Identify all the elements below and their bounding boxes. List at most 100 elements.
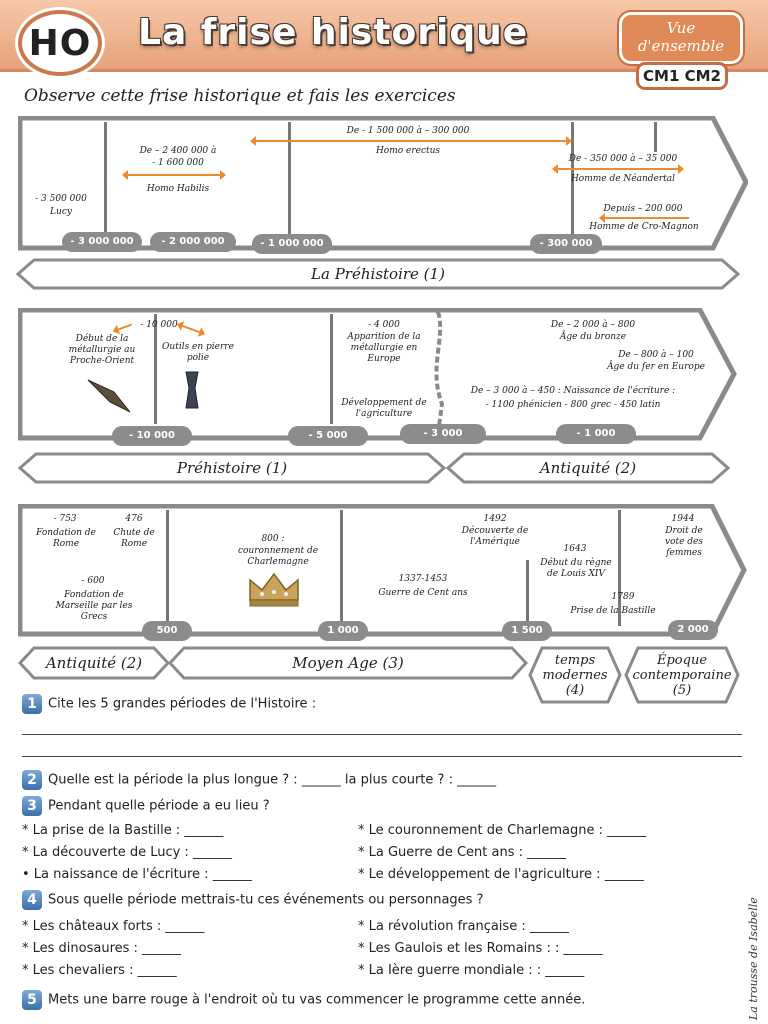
question-text: Pendant quelle période a eu lieu ? [48, 798, 270, 814]
tick-label: - 3 000 [400, 424, 486, 444]
period-epoque-contemporaine: Époque contemporaine (5) [624, 646, 740, 704]
tick-label: - 1 000 000 [252, 234, 332, 254]
page-title: La frise historique [138, 12, 529, 53]
question-text: Sous quelle période mettrais-tu ces évén… [48, 892, 484, 908]
separator [330, 314, 333, 424]
period-bar-shape [16, 258, 740, 290]
fall-of-rome-label: Chute de Rome [113, 528, 155, 549]
exercise-item: * Le développement de l'agriculture : __… [358, 867, 644, 882]
louis-xiv-label: Début du règne de Louis XIV [540, 558, 612, 579]
question-number-badge: 5 [22, 990, 42, 1010]
date-1643: 1643 [563, 544, 587, 554]
level-badge: CM1 CM2 [636, 62, 728, 90]
tick-label: - 5 000 [288, 426, 368, 446]
crown-icon [249, 572, 299, 607]
exercise-item: * Les chevaliers : ______ [22, 963, 177, 978]
habilis-label: Homo Habilis [146, 184, 210, 194]
separator [571, 122, 574, 240]
period-label: temps modernes (4) [542, 652, 608, 698]
question-text: Quelle est la période la plus longue ? :… [48, 772, 497, 788]
iron-date: De – 800 à – 100 [618, 350, 694, 360]
tick-label: - 2 000 000 [150, 232, 236, 252]
tick-label: 500 [142, 621, 192, 641]
answer-line[interactable] [22, 734, 742, 735]
timeline-middle-ages: - 753 Fondation de Rome 476 Chute de Rom… [18, 504, 748, 638]
erectus-date: De - 1 500 000 à – 300 000 [346, 126, 470, 136]
period-bar-shape [446, 452, 730, 484]
timeline-prehistory: - 3 500 000 Lucy De – 2 400 000 à - 1 60… [18, 116, 748, 256]
separator [166, 510, 169, 626]
tick-label: - 10 000 [112, 426, 192, 446]
writing-alphabets: - 1100 phénicien - 800 grec - 450 latin [485, 400, 661, 410]
date-1337: 1337-1453 [398, 574, 448, 584]
period-bar-shape [18, 646, 170, 680]
date-1492: 1492 [483, 514, 507, 524]
period-label: Époque contemporaine (5) [632, 652, 732, 698]
period-antiquite: Antiquité (2) [446, 452, 730, 484]
period-bar-shape [624, 646, 740, 704]
exercise-item: * Les Gaulois et les Romains : : ______ [358, 941, 603, 956]
period-label: Antiquité (2) [45, 653, 143, 672]
bronze-date: De – 2 000 à – 800 [550, 320, 636, 330]
question-5: 5 Mets une barre rouge à l'endroit où tu … [22, 990, 585, 1010]
period-prehistoire-2: Préhistoire (1) [18, 452, 446, 484]
tick-label: - 1 000 [556, 424, 636, 444]
separator [154, 314, 157, 424]
period-label: Moyen Age (3) [292, 653, 404, 672]
tick-label: 1 000 [318, 621, 368, 641]
exercise-item: * Les dinosaures : ______ [22, 941, 182, 956]
america-label: Découverte de l'Amérique [461, 526, 529, 547]
erectus-range-arrow [250, 136, 572, 146]
habilis-date-end: - 1 600 000 [152, 158, 204, 168]
lucy-date: - 3 500 000 [35, 194, 87, 204]
period-bar-shape [528, 646, 622, 704]
separator [654, 122, 657, 152]
stone-tool-icon [185, 371, 199, 409]
question-number-badge: 2 [22, 770, 42, 790]
question-text: Mets une barre rouge à l'endroit où tu v… [48, 992, 586, 1008]
cromagnon-arrow [599, 213, 689, 223]
neandertal-range-arrow [552, 164, 684, 174]
period-moyen-age: Moyen Age (3) [168, 646, 528, 680]
exercise-item: * La révolution française : ______ [358, 919, 569, 934]
timeline-antiquity: - 10 000 Début de la métallurgie au Proc… [18, 308, 738, 442]
period-antiquite-3: Antiquité (2) [18, 646, 170, 680]
period-bar-shape [18, 452, 446, 484]
question-3: 3 Pendant quelle période a eu lieu ? [22, 796, 270, 816]
timeline-arrow-shape [18, 116, 748, 251]
logo-badge: HO [18, 10, 102, 76]
question-1: 1 Cite les 5 grandes périodes de l'Histoi… [22, 694, 316, 714]
lucy-label: Lucy [50, 207, 72, 217]
answer-line[interactable] [22, 756, 742, 757]
question-text: Cite les 5 grandes périodes de l'Histoir… [48, 696, 317, 712]
question-number-badge: 1 [22, 694, 42, 714]
question-number-badge: 4 [22, 890, 42, 910]
tick-label: - 3 000 000 [62, 232, 142, 252]
separator [526, 560, 529, 626]
period-label: La Préhistoire (1) [311, 264, 445, 283]
cromagnon-date: Depuis – 200 000 [603, 204, 683, 214]
habilis-range-arrow [122, 170, 226, 180]
iron-label: Âge du fer en Europe [607, 362, 705, 372]
exercise-item: * La découverte de Lucy : ______ [22, 845, 232, 860]
question-number-badge: 3 [22, 796, 42, 816]
agriculture-label: Développement de l'agriculture [341, 398, 427, 419]
separator [104, 122, 107, 240]
neandertal-date: De - 350 000 à – 35 000 [568, 154, 678, 164]
date-1789: 1789 [611, 592, 635, 602]
polished-stone-label: Outils en pierre polie [162, 342, 234, 363]
exercise-item: • La naissance de l'écriture : ______ [22, 867, 252, 882]
date-800: 800 : [261, 534, 285, 544]
instruction-text: Observe cette frise historique et fais l… [24, 86, 456, 106]
exercise-item: * La Guerre de Cent ans : ______ [358, 845, 567, 860]
exercise-item: * La prise de la Bastille : ______ [22, 823, 224, 838]
bastille-label: Prise de la Bastille [570, 606, 656, 616]
date-1944: 1944 [671, 514, 695, 524]
separator [618, 510, 621, 626]
erectus-label: Homo erectus [375, 146, 441, 156]
timeline-arrow-shape [18, 504, 747, 637]
exercise-item: * Les châteaux forts : ______ [22, 919, 205, 934]
tick-label: 1 500 [502, 621, 552, 641]
tick-label: - 300 000 [530, 234, 602, 254]
writing-label: De – 3 000 à – 450 : Naissance de l'écri… [470, 386, 676, 396]
